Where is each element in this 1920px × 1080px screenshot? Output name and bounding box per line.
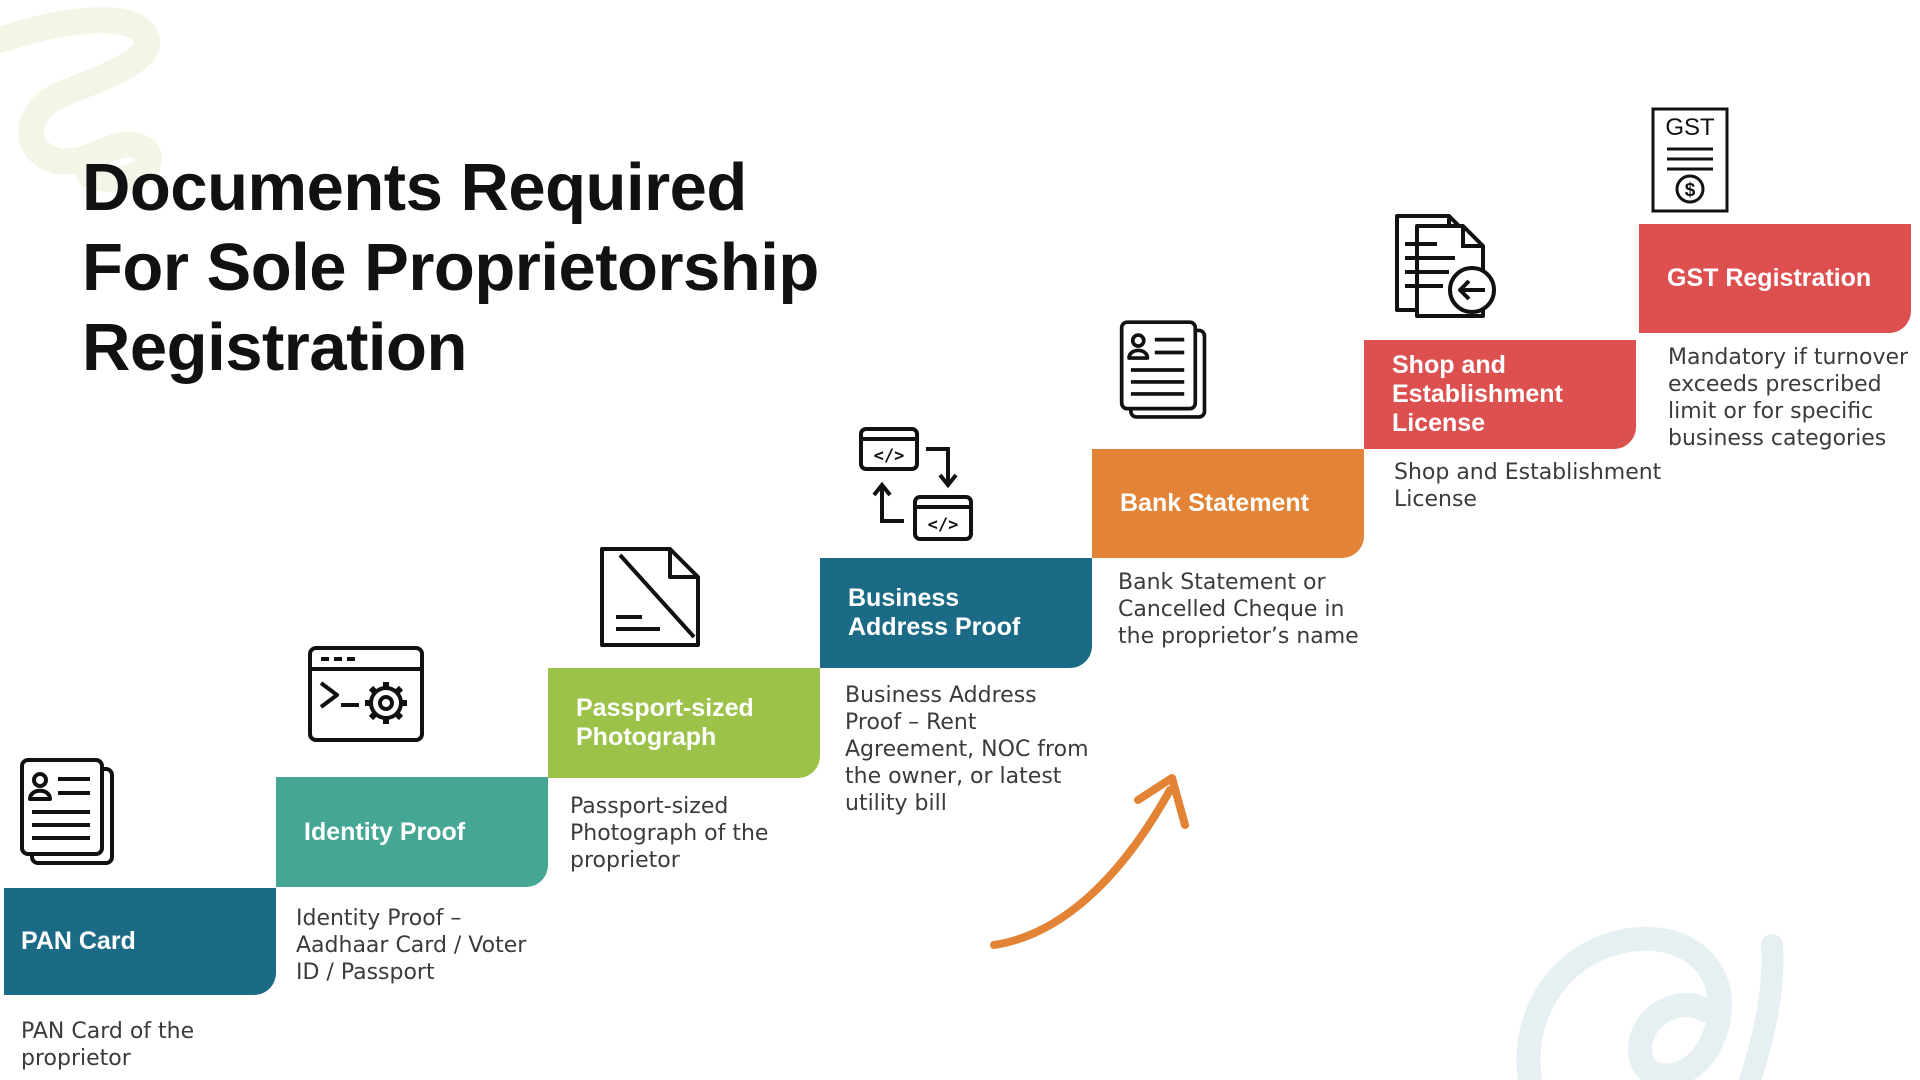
step-description: Passport-sized Photograph of the proprie… [570,794,769,873]
step-bank-statement: Bank Statement [1092,449,1364,558]
step-description: Bank Statement or Cancelled Cheque in th… [1118,570,1359,649]
step-label: PAN Card [21,927,136,955]
step-label: GST Registration [1667,264,1872,292]
step-description: Shop and Establishment License [1394,460,1662,512]
step-label: Shop and Establishment License [1392,351,1563,437]
terminal-gear-icon [307,645,425,743]
gst-invoice-icon: GST $ [1649,105,1731,215]
svg-text:</>: </> [874,446,905,466]
step-description: Mandatory if turnover exceeds prescribed… [1668,345,1909,451]
document-return-icon [1393,212,1497,320]
svg-text:</>: </> [928,515,959,535]
id-document-icon [18,757,118,867]
title-line-2: For Sole Proprietorship [82,230,819,305]
id-document-icon [1118,316,1210,424]
step-shop-establishment-license: Shop and Establishment License [1364,340,1636,449]
step-identity-proof: Identity Proof [276,777,548,887]
title-line-3: Registration [82,310,467,385]
step-label: Bank Statement [1120,489,1309,517]
title-line-1: Documents Required [82,150,747,225]
code-exchange-icon: </> </> [858,425,976,545]
gst-icon-text: GST [1665,114,1715,141]
document-icon [598,545,702,649]
step-pan-card: PAN Card [4,888,276,995]
decorative-swirl-bottom-right [1516,926,1784,1080]
step-passport-photograph: Passport-sized Photograph [548,668,820,778]
step-description: Identity Proof – Aadhaar Card / Voter ID… [296,906,527,985]
step-business-address-proof: Business Address Proof [820,558,1092,668]
page-title: Documents Required For Sole Proprietorsh… [82,148,819,388]
step-label: Passport-sized Photograph [576,694,754,751]
step-description: PAN Card of the proprietor [21,1019,195,1071]
step-label: Identity Proof [304,817,466,846]
svg-text:$: $ [1685,180,1696,201]
step-gst-registration: GST Registration [1639,224,1911,333]
step-label: Business Address Proof [848,584,1021,641]
step-description: Business Address Proof – Rent Agreement,… [845,683,1089,816]
